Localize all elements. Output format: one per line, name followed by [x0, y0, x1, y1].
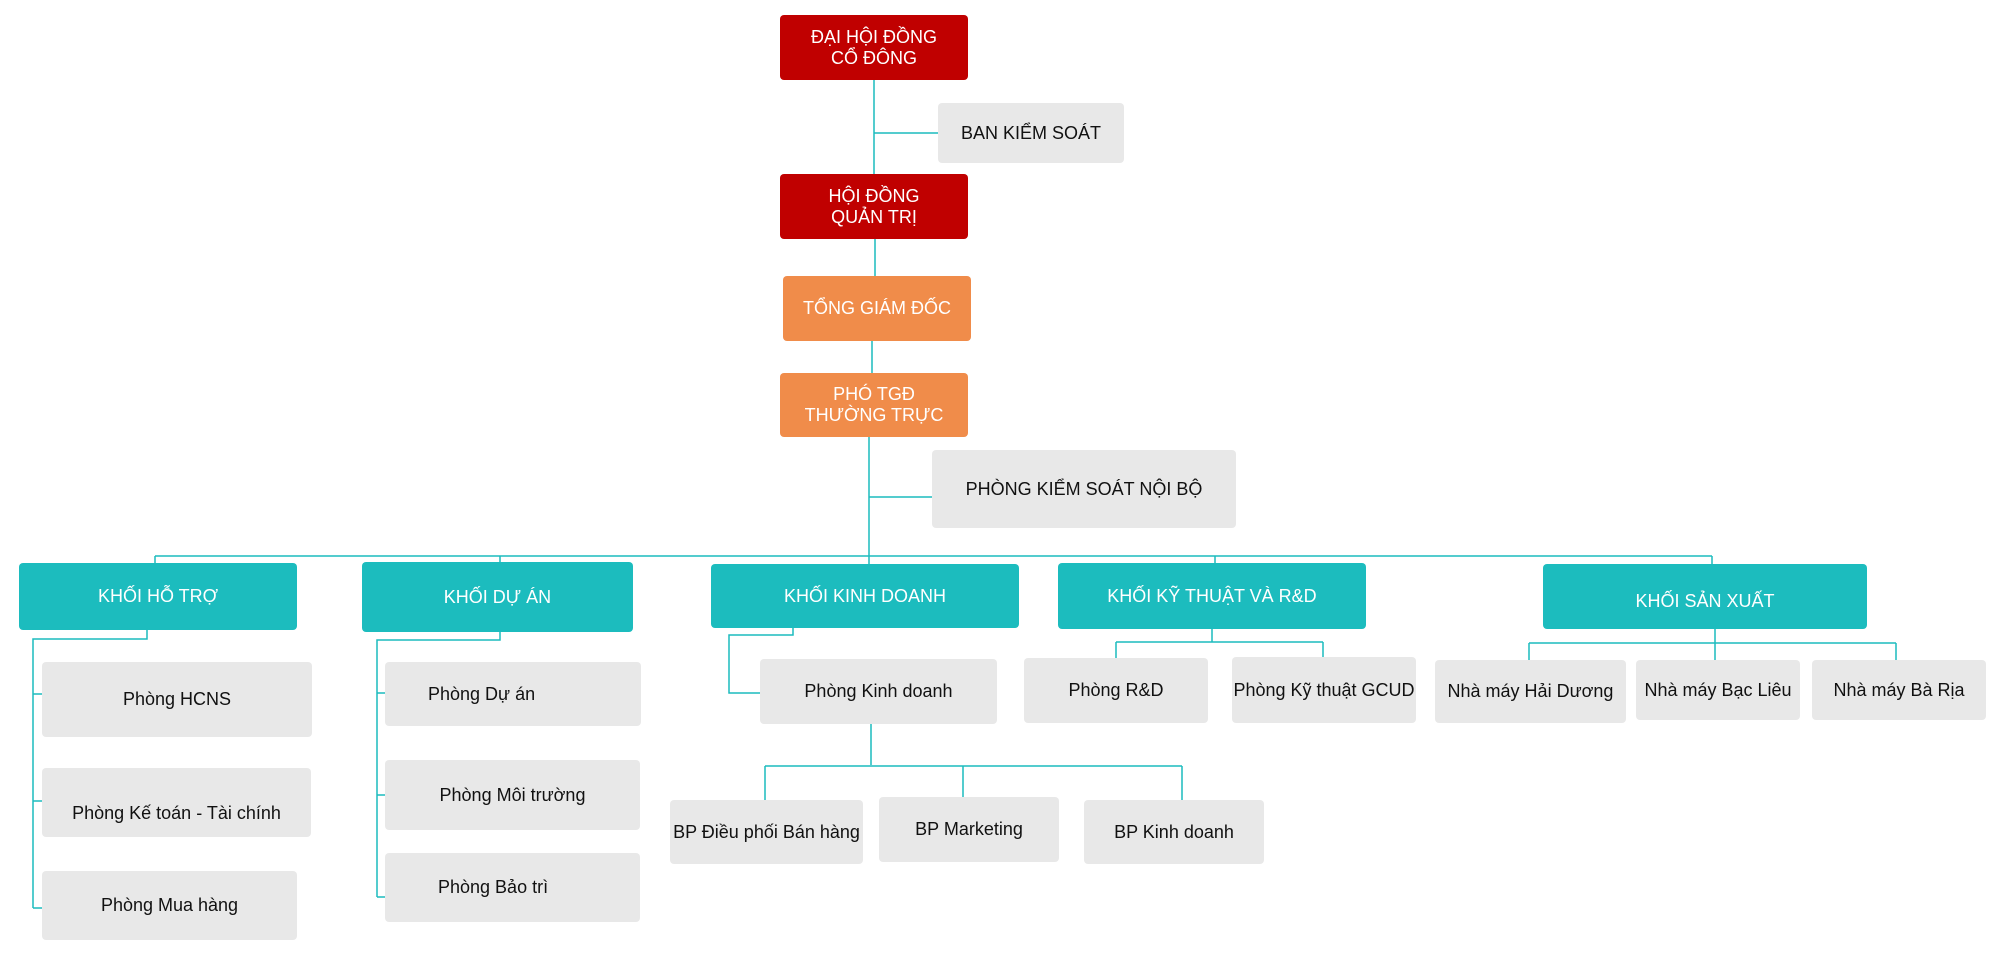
phong-hcns-box: Phòng HCNS — [42, 662, 312, 737]
nha-may-hai-duong-label: Nhà máy Hải Dương — [1447, 681, 1614, 701]
phong-bao-tri-box: Phòng Bảo trì — [385, 853, 640, 922]
phong-ke-toan-tai-chinh-label: Phòng Kế toán - Tài chính — [72, 803, 281, 823]
kinh-doanh-connector — [728, 628, 1183, 800]
phong-du-an-box: Phòng Dự án — [385, 662, 641, 726]
tong-giam-doc-label: TỔNG GIÁM ĐỐC — [803, 298, 951, 318]
block-bus-line — [154, 555, 1713, 564]
hoi-dong-quan-tri-box: HỘI ĐỒNG QUẢN TRỊ — [780, 174, 968, 239]
phong-ke-toan-tai-chinh-box: Phòng Kế toán - Tài chính — [42, 768, 311, 837]
nha-may-bac-lieu-label: Nhà máy Bạc Liêu — [1644, 679, 1792, 700]
du-an-connector — [376, 632, 501, 898]
khoi-ho-tro-label: KHỐI HỖ TRỢ — [97, 586, 219, 606]
ho-tro-connector — [32, 630, 148, 909]
phong-mua-hang-box: Phòng Mua hàng — [42, 871, 297, 940]
bp-dieu-phoi-ban-hang-label: BP Điều phối Bán hàng — [673, 821, 860, 842]
dai-hoi-dong-co-dong-label: ĐẠI HỘI ĐỒNG CỔ ĐÔNG — [810, 26, 937, 68]
nha-may-hai-duong-box: Nhà máy Hải Dương — [1435, 660, 1626, 723]
khoi-du-an-label: KHỐI DỰ ÁN — [443, 586, 552, 607]
hoi-dong-quan-tri-label: HỘI ĐỒNG QUẢN TRỊ — [828, 185, 920, 227]
phong-rd-label: Phòng R&D — [1068, 680, 1164, 700]
trunk-line — [868, 80, 938, 556]
phong-rd-box: Phòng R&D — [1024, 658, 1208, 723]
phong-mua-hang-label: Phòng Mua hàng — [100, 895, 239, 915]
khoi-san-xuat-label: KHỐI SẢN XUẤT — [1635, 591, 1775, 611]
bp-marketing-box: BP Marketing — [879, 797, 1059, 862]
phong-kiem-soat-noi-bo-label: PHÒNG KIỂM SOÁT NỘI BỘ — [965, 478, 1203, 499]
bp-marketing-label: BP Marketing — [915, 819, 1023, 839]
phong-moi-truong-box: Phòng Môi trường — [385, 760, 640, 830]
khoi-san-xuat-box: KHỐI SẢN XUẤT — [1543, 564, 1867, 629]
pho-tgd-thuong-truc-label: PHÓ TGĐ THƯỜNG TRỰC — [804, 384, 944, 425]
dai-hoi-dong-co-dong-box: ĐẠI HỘI ĐỒNG CỔ ĐÔNG — [780, 15, 968, 80]
tong-giam-doc-box: TỔNG GIÁM ĐỐC — [783, 276, 971, 341]
ban-kiem-soat-label: BAN KIỂM SOÁT — [960, 122, 1102, 143]
san-xuat-connector — [1528, 629, 1897, 660]
nha-may-ba-ria-box: Nhà máy Bà Rịa — [1812, 660, 1986, 720]
khoi-kinh-doanh-label: KHỐI KINH DOANH — [783, 585, 947, 606]
bp-dieu-phoi-ban-hang-box: BP Điều phối Bán hàng — [670, 800, 863, 864]
khoi-ky-thuat-rd-box: KHỐI KỸ THUẬT VÀ R&D — [1058, 563, 1366, 629]
phong-ky-thuat-gcud-label: Phòng Kỹ thuật GCUD — [1233, 679, 1415, 700]
phong-kiem-soat-noi-bo-box: PHÒNG KIỂM SOÁT NỘI BỘ — [932, 450, 1236, 528]
khoi-ho-tro-box: KHỐI HỖ TRỢ — [19, 563, 297, 630]
phong-du-an-label: Phòng Dự án — [428, 683, 536, 704]
phong-kinh-doanh-box: Phòng Kinh doanh — [760, 659, 997, 724]
bp-kinh-doanh-label: BP Kinh doanh — [1114, 821, 1234, 842]
pho-tgd-thuong-truc-box: PHÓ TGĐ THƯỜNG TRỰC — [780, 373, 968, 437]
phong-hcns-label: Phòng HCNS — [122, 689, 232, 709]
khoi-du-an-box: KHỐI DỰ ÁN — [362, 562, 633, 632]
khoi-kinh-doanh-box: KHỐI KINH DOANH — [711, 564, 1019, 628]
khoi-ky-thuat-rd-label: KHỐI KỸ THUẬT VÀ R&D — [1107, 585, 1317, 606]
bp-kinh-doanh-box: BP Kinh doanh — [1084, 800, 1264, 864]
ky-thuat-connector — [1115, 629, 1324, 658]
phong-bao-tri-label: Phòng Bảo trì — [438, 877, 549, 897]
phong-kinh-doanh-label: Phòng Kinh doanh — [804, 681, 953, 701]
phong-moi-truong-label: Phòng Môi trường — [439, 784, 586, 805]
ban-kiem-soat-box: BAN KIỂM SOÁT — [938, 103, 1124, 163]
phong-ky-thuat-gcud-box: Phòng Kỹ thuật GCUD — [1232, 657, 1416, 723]
nha-may-ba-ria-label: Nhà máy Bà Rịa — [1833, 679, 1965, 700]
nha-may-bac-lieu-box: Nhà máy Bạc Liêu — [1636, 660, 1800, 720]
